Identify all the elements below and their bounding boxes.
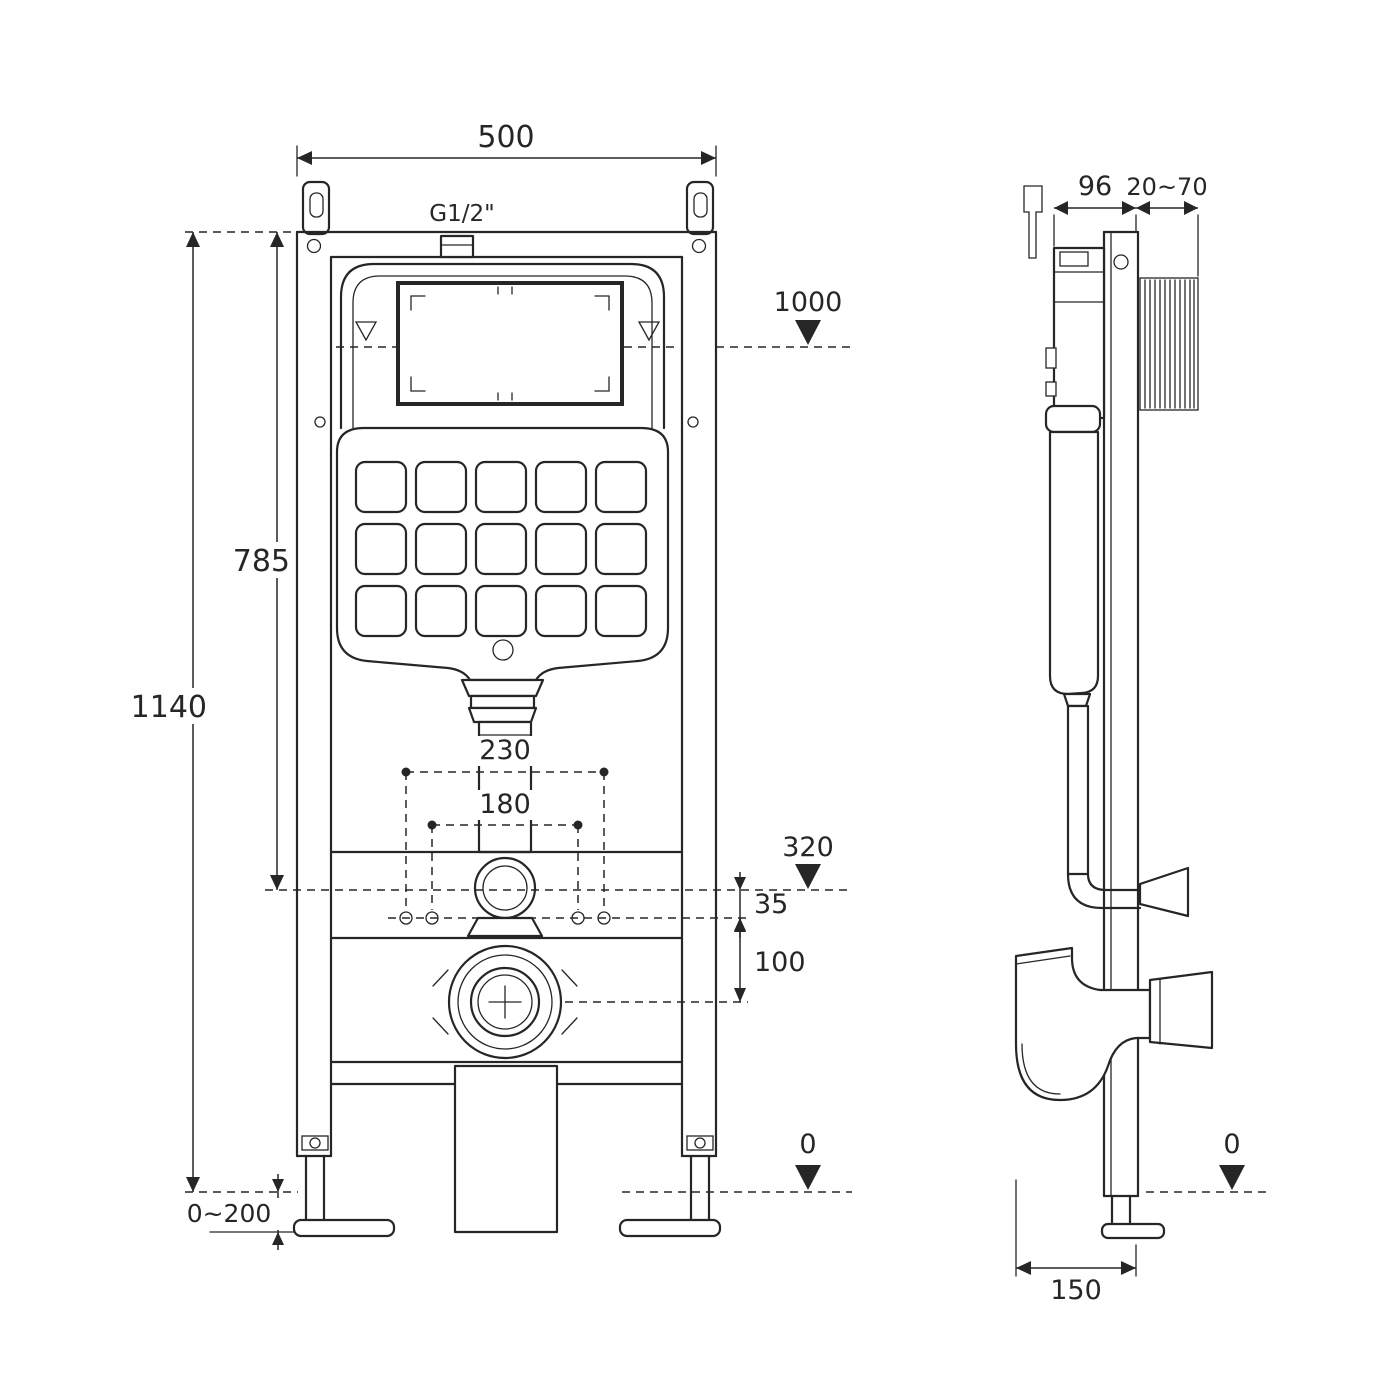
- adjustable-feet: [292, 1154, 722, 1238]
- side-flush-bend: [1066, 866, 1190, 918]
- mid-crossbar: [329, 850, 684, 940]
- side-waste-bend: [1014, 946, 1214, 1102]
- level-label-1000: 1000: [774, 287, 843, 318]
- corrugated-spacer: [1139, 277, 1199, 411]
- frame-outline: [295, 230, 718, 1158]
- flush-elbow: [466, 856, 544, 938]
- cistern-grid: [354, 460, 648, 638]
- side-dimensions: [1016, 201, 1245, 1275]
- dim-label-230: 230: [479, 735, 531, 766]
- construction-lines: [185, 231, 852, 1193]
- lever-bracket: [1023, 185, 1043, 259]
- level-label-0-side: 0: [1223, 1129, 1240, 1160]
- dim-label-foot-adjust: 0~200: [187, 1199, 272, 1228]
- dim-label-100: 100: [754, 947, 806, 978]
- outlet-duct: [453, 1064, 559, 1234]
- inlet-thread-label: G1/2": [429, 201, 494, 227]
- flush-valve-unit: [1045, 246, 1106, 420]
- dim-label-96: 96: [1078, 171, 1112, 202]
- dim-label-wall-offset: 20~70: [1126, 173, 1207, 201]
- access-window: [396, 281, 624, 406]
- water-level-symbols: [354, 321, 661, 342]
- side-tank: [1044, 404, 1102, 876]
- level-label-320: 320: [782, 832, 834, 863]
- dim-label-500: 500: [477, 120, 534, 155]
- side-construction-lines: [1015, 214, 1266, 1277]
- dim-label-180: 180: [479, 789, 531, 820]
- dim-label-150: 150: [1050, 1275, 1102, 1306]
- waste-outlet: [432, 944, 578, 1060]
- side-view: 96 20~70 0 150: [1014, 171, 1266, 1306]
- level-label-0-front: 0: [799, 1129, 816, 1160]
- dim-label-785: 785: [233, 544, 290, 579]
- dim-label-35: 35: [754, 889, 788, 920]
- dim-label-1140: 1140: [131, 690, 207, 725]
- access-frame: [339, 262, 666, 430]
- label-backgrounds: [120, 542, 540, 1230]
- cistern-tank: [335, 426, 670, 682]
- front-view: 500 G1/2" 1000 1140 785 230 180 320 35 1…: [120, 120, 852, 1250]
- water-inlet-fitting: [439, 234, 475, 259]
- side-foot: [1100, 1194, 1166, 1240]
- hanger-tabs: [301, 180, 715, 236]
